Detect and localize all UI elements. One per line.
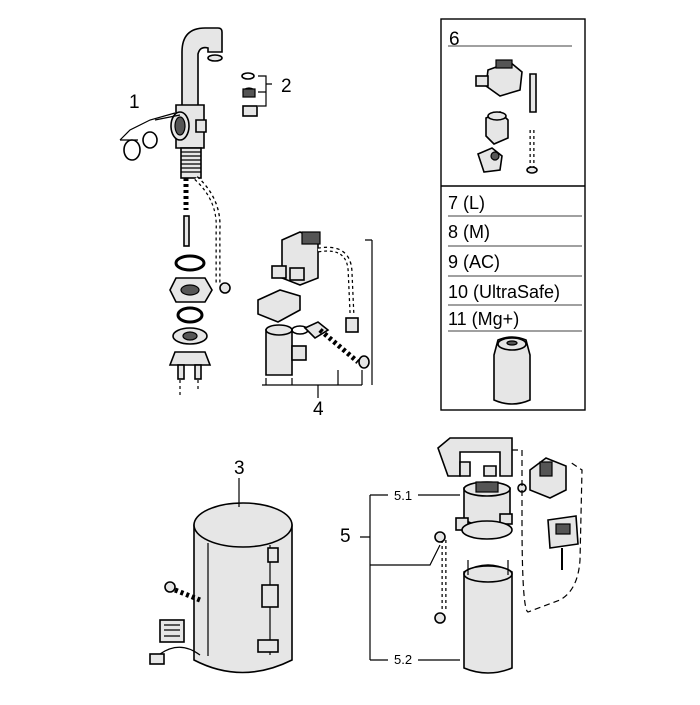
label-part-1: 1 <box>129 92 140 113</box>
mounting-kit-drawing <box>168 215 213 395</box>
faucet-drawing <box>119 27 231 294</box>
filter-list-item: 7 (L) <box>448 193 486 213</box>
label-part-6: 6 <box>449 29 460 50</box>
filter-list-item: 8 (M) <box>448 222 490 242</box>
label-part-5-1: 5.1 <box>394 488 413 503</box>
label-part-4: 4 <box>313 399 324 420</box>
filter-head-drawing <box>360 437 583 674</box>
filter-list-item: 10 (UltraSafe) <box>448 282 561 302</box>
label-part-2: 2 <box>281 76 292 97</box>
aerator-drawing <box>241 72 272 117</box>
boiler-drawing <box>149 478 293 674</box>
label-part-5-2: 5.2 <box>394 652 413 667</box>
valve-set-drawing <box>257 231 373 398</box>
label-part-3: 3 <box>234 458 245 479</box>
label-part-5: 5 <box>340 526 351 547</box>
filter-list-item: 11 (Mg+) <box>448 309 520 329</box>
filter-box-drawing <box>440 18 586 411</box>
filter-list-item: 9 (AC) <box>448 252 501 272</box>
